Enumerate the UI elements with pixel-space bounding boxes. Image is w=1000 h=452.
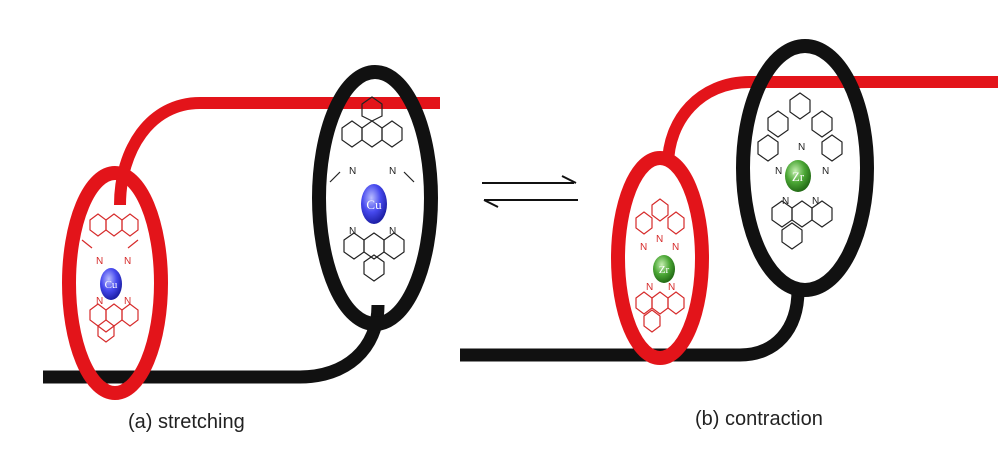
red-ring-a	[62, 166, 168, 400]
red-n-label: N	[124, 296, 131, 307]
black-n-label: N	[822, 166, 829, 177]
black-ring-b	[736, 39, 874, 297]
black-n-label: N	[389, 226, 396, 237]
red-terpyridine-complex	[635, 198, 685, 333]
caption-contraction: (b) contraction	[695, 408, 823, 430]
copper-ion	[100, 268, 122, 300]
equilibrium-arrows-icon	[482, 175, 578, 208]
black-n-label: N	[798, 142, 805, 153]
black-phenanthroline-complex	[329, 96, 415, 282]
red-n-label: N	[646, 282, 653, 293]
red-n-label: N	[96, 256, 103, 267]
red-phenanthroline-complex	[81, 213, 139, 343]
caption-stretching: (a) stretching	[128, 411, 245, 433]
red-n-label: N	[672, 242, 679, 253]
zirconium-ion	[785, 160, 811, 192]
red-n-label: N	[640, 242, 647, 253]
black-n-label: N	[349, 166, 356, 177]
copper-ion	[361, 184, 387, 224]
panel-contraction: N N N N N Zr N N N N N Zr	[460, 39, 998, 365]
black-axle-a	[43, 304, 385, 384]
copper-label: Cu	[105, 279, 118, 291]
black-n-label: N	[812, 196, 819, 207]
red-strand-b	[662, 76, 998, 166]
panel-stretching: N N N N Cu N N N N Cu	[43, 65, 440, 400]
red-n-label: N	[96, 296, 103, 307]
red-ring-b	[611, 151, 709, 365]
red-n-label: N	[668, 282, 675, 293]
black-n-label: N	[389, 166, 396, 177]
black-axle-b	[460, 289, 805, 362]
zirconium-label: Zr	[792, 169, 805, 184]
black-ring-a	[312, 65, 438, 331]
zirconium-ion	[653, 255, 675, 283]
black-terpyridine-complex	[757, 92, 843, 250]
black-n-label: N	[775, 166, 782, 177]
red-n-label: N	[656, 234, 663, 245]
red-n-label: N	[124, 256, 131, 267]
black-n-label: N	[782, 196, 789, 207]
zirconium-label: Zr	[659, 264, 670, 276]
copper-label: Cu	[366, 197, 382, 212]
red-strand-a	[114, 97, 440, 206]
black-n-label: N	[349, 226, 356, 237]
